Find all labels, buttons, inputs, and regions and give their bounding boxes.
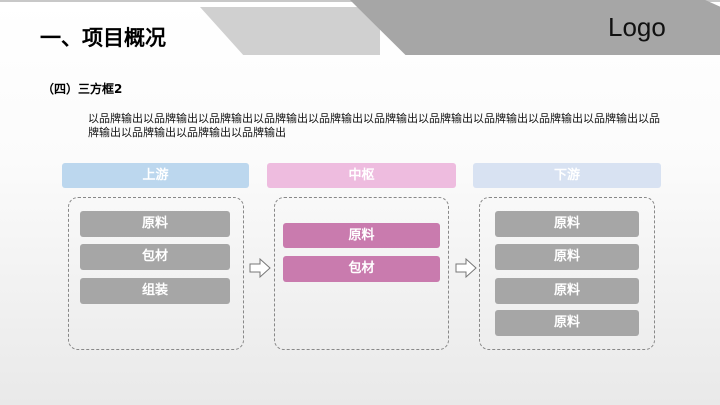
downstream-item: 原料	[495, 211, 639, 237]
column-header-downstream: 下游	[473, 163, 661, 188]
upstream-item: 包材	[80, 244, 230, 270]
description-text: 以品牌输出以品牌输出以品牌输出以品牌输出以品牌输出以品牌输出以品牌输出以品牌输出…	[88, 112, 660, 139]
downstream-box	[479, 197, 655, 350]
upstream-item: 原料	[80, 211, 230, 237]
hub-item: 原料	[283, 223, 440, 248]
right-arrow-icon	[455, 258, 477, 278]
hub-box	[274, 197, 449, 350]
page-title: 一、项目概况	[40, 26, 166, 50]
header-decoration-dark	[350, 0, 720, 55]
section-subtitle: （四）三方框2	[42, 82, 123, 96]
upstream-box	[68, 197, 244, 350]
column-header-hub: 中枢	[267, 163, 456, 188]
hub-item: 包材	[283, 256, 440, 282]
upstream-item: 组装	[80, 278, 230, 304]
header-decoration-light	[200, 7, 380, 55]
downstream-item: 原料	[495, 278, 639, 304]
right-arrow-icon	[249, 258, 271, 278]
downstream-item: 原料	[495, 244, 639, 270]
column-header-upstream: 上游	[62, 163, 249, 188]
logo: Logo	[608, 12, 666, 42]
downstream-item: 原料	[495, 310, 639, 336]
